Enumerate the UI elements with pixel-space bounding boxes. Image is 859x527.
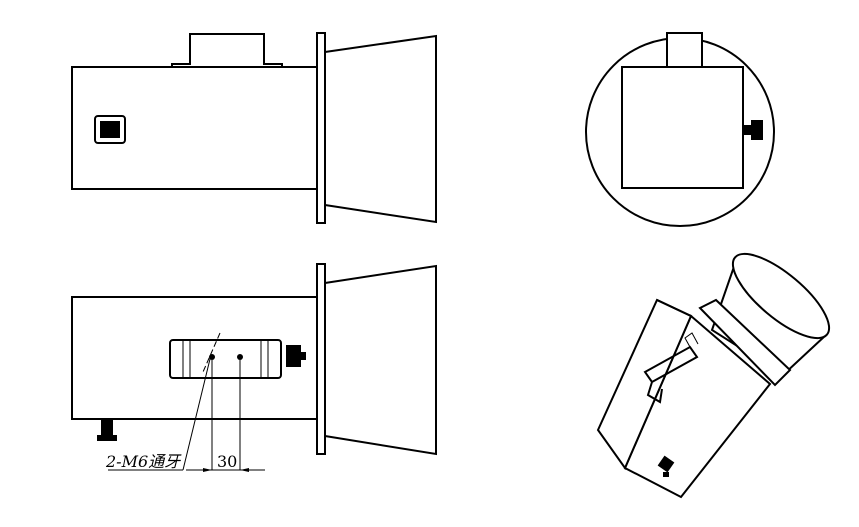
side-knob [751, 120, 763, 140]
bottom-knob [101, 419, 113, 437]
iso-flange [698, 298, 792, 387]
housing-front [621, 66, 744, 189]
horn-lower [324, 264, 437, 456]
button-inner [100, 121, 120, 138]
button-outer [94, 115, 126, 144]
bracket-plate [169, 339, 282, 379]
thread-hole-2 [237, 354, 243, 360]
side-knob-lower [286, 345, 301, 367]
horn [324, 34, 437, 224]
handle [171, 33, 283, 67]
thread-hole-1 [209, 354, 215, 360]
thread-callout: 2-M6通牙 [105, 452, 182, 471]
side-knob-stem [743, 125, 751, 135]
front-view [585, 32, 775, 227]
iso-bracket [643, 345, 699, 404]
side-view-top [71, 32, 437, 224]
iso-horn-rim [731, 252, 831, 340]
spacing-dimension: 30 [217, 452, 237, 471]
top-bracket [666, 32, 703, 69]
mounting-flange-lower [316, 263, 326, 455]
iso-button [657, 455, 675, 473]
mounting-flange [316, 32, 326, 224]
housing-body-lower [71, 296, 318, 420]
side-view-bottom: 2-M6通牙 30 [71, 263, 437, 472]
isometric-view [596, 252, 831, 499]
